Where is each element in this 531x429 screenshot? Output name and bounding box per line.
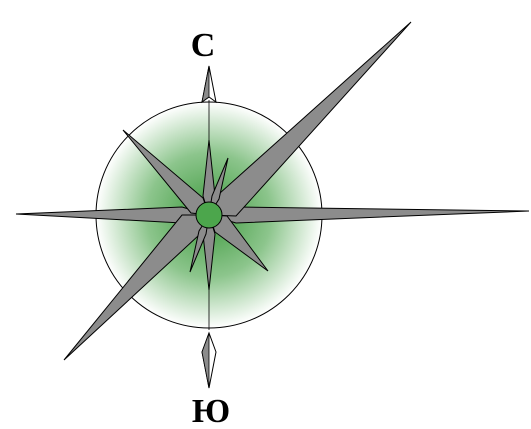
south-label: Ю — [192, 393, 230, 429]
south-arrow-shade — [201, 332, 210, 389]
compass-hub — [195, 201, 223, 229]
ray-east — [207, 206, 530, 224]
north-arrow-shade — [201, 65, 210, 103]
north-label: С — [191, 27, 216, 64]
